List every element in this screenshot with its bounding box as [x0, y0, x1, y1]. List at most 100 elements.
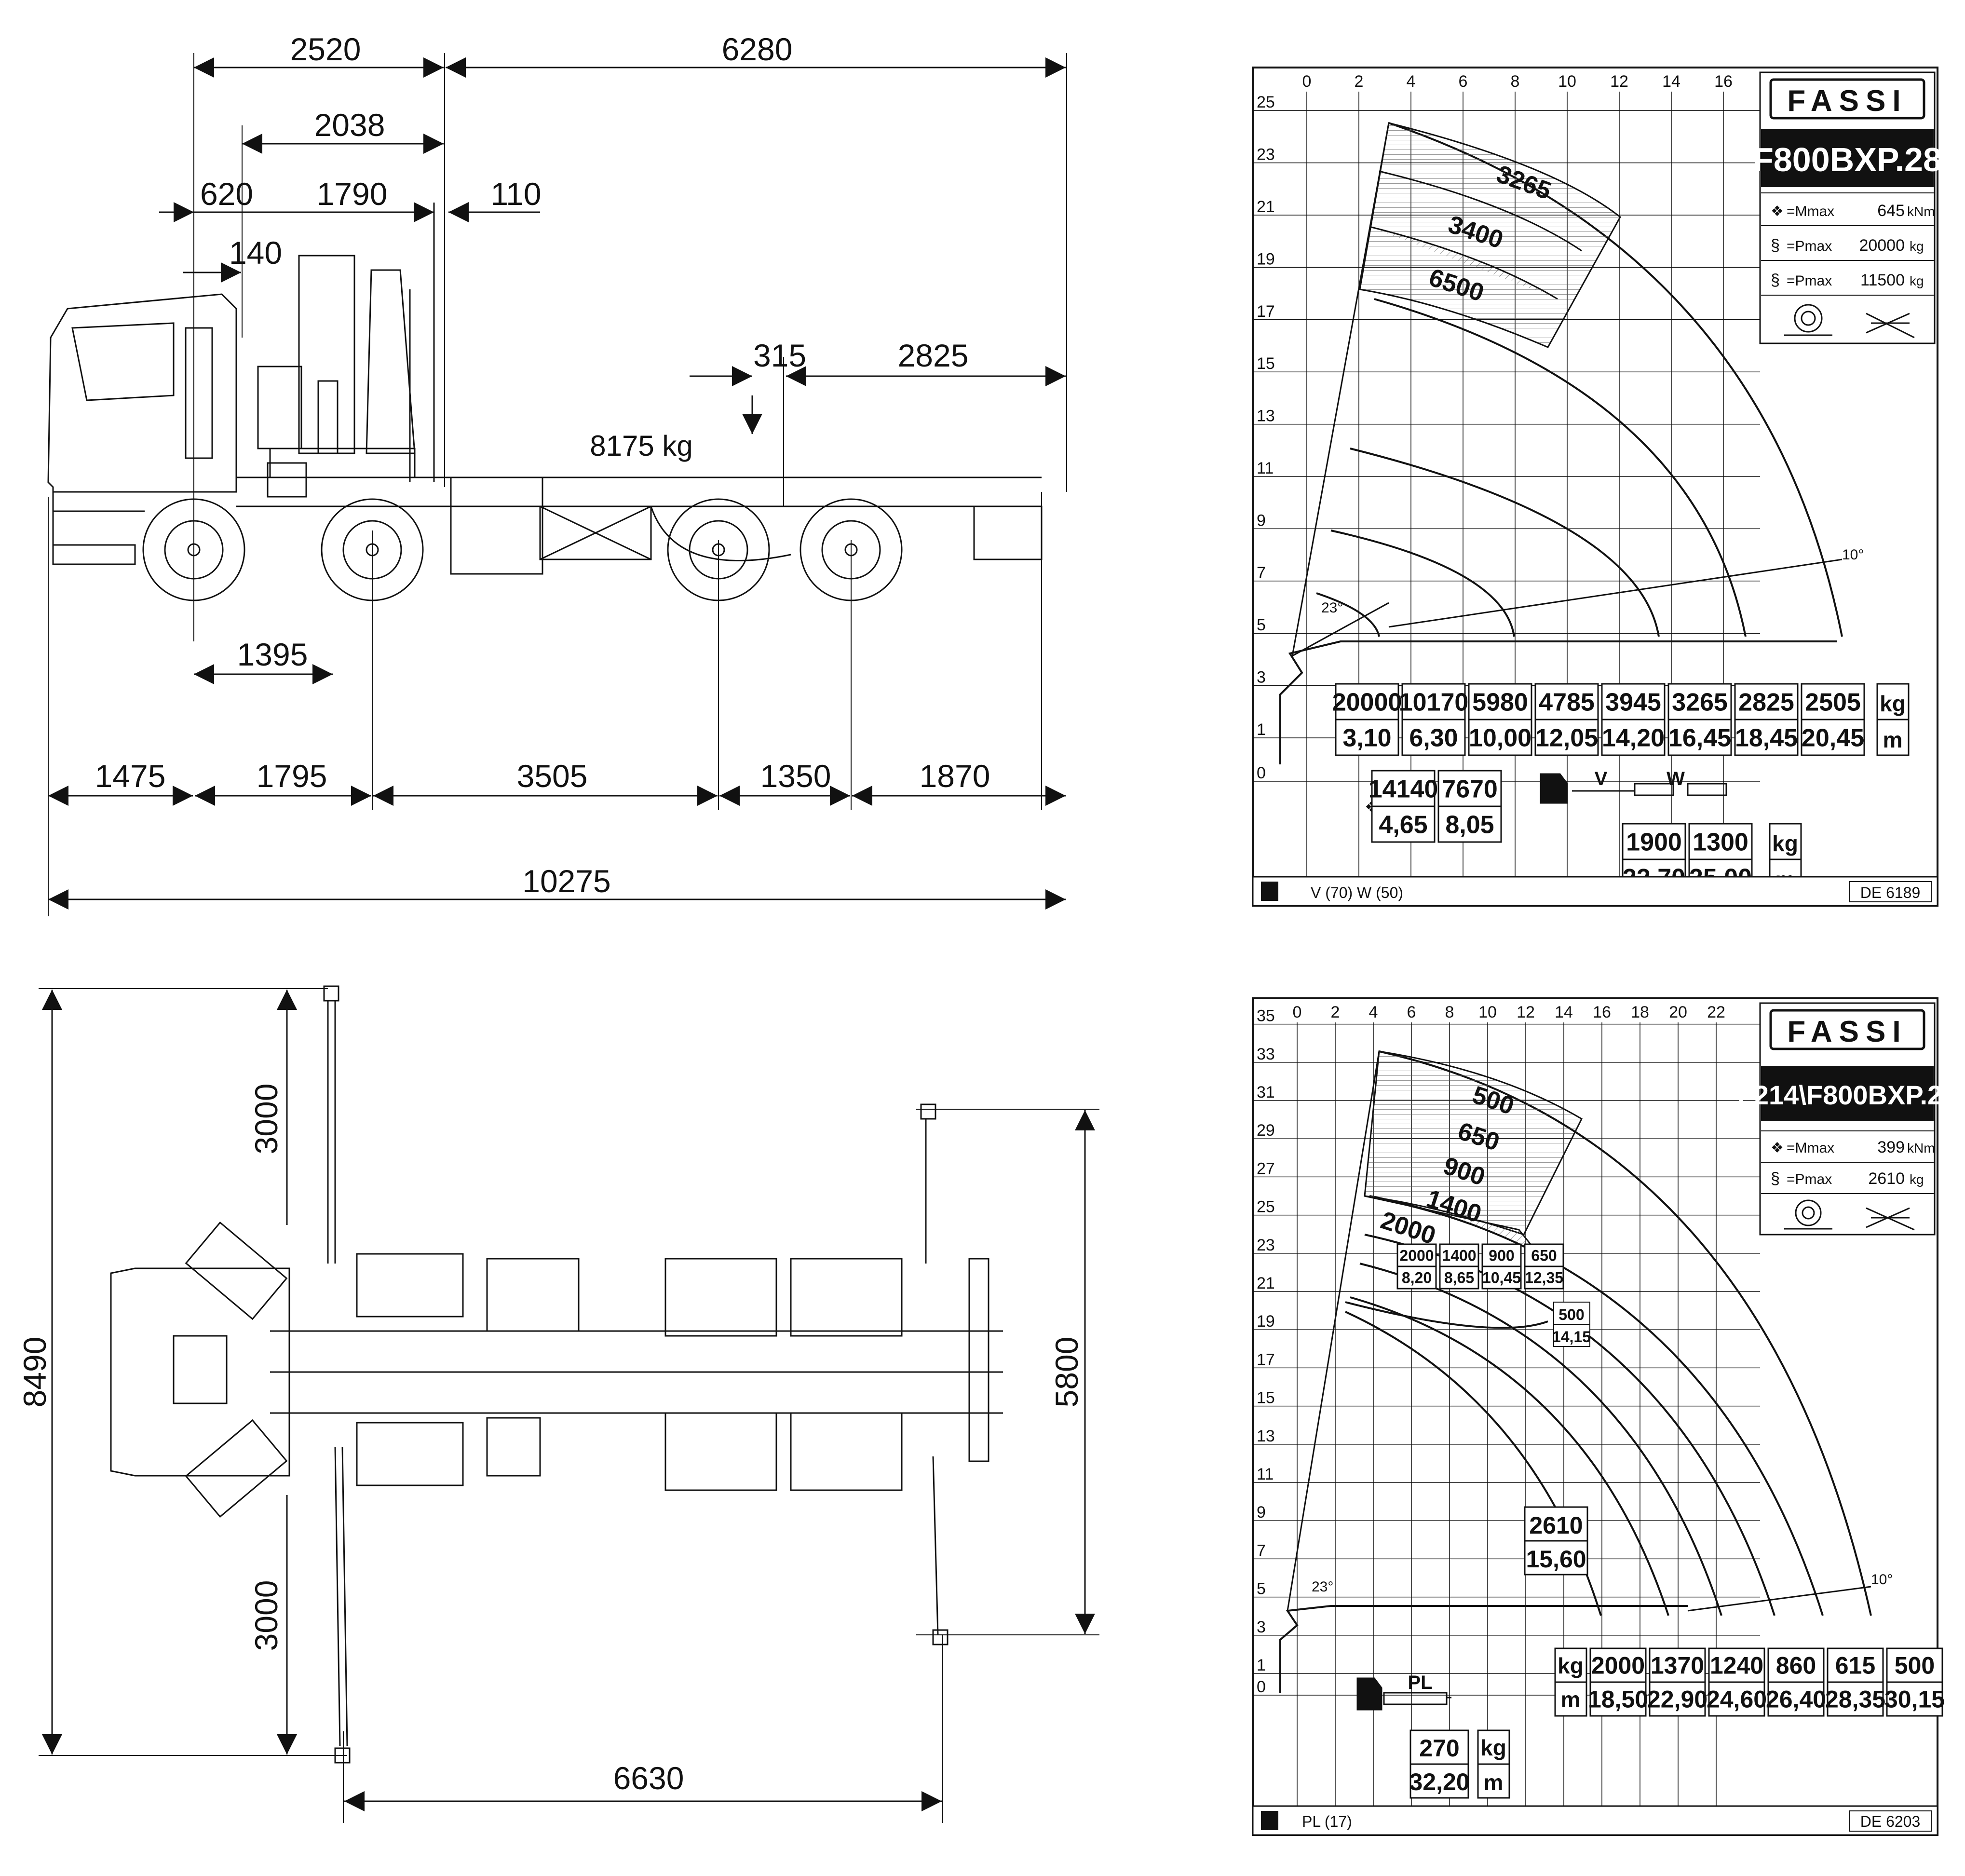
front-outrigger-bottom: 3000	[248, 1580, 284, 1651]
overall-length: 10275	[522, 863, 611, 899]
chart2-pl-unit-m: m	[1484, 1770, 1504, 1795]
y-tick: 5	[1257, 1580, 1266, 1598]
dim-1870: 1870	[920, 758, 990, 794]
dim-3505: 3505	[517, 758, 588, 794]
outrigger-spacing: 6630	[613, 1760, 684, 1796]
y-tick: 27	[1257, 1159, 1275, 1178]
y-tick: 13	[1257, 1427, 1275, 1445]
y-tick: 25	[1257, 1198, 1275, 1216]
chart1-ext-unit-kg: kg	[1772, 831, 1798, 856]
y-tick: 15	[1257, 354, 1275, 373]
x-tick: 2	[1331, 1003, 1340, 1021]
x-tick: 10	[1558, 72, 1576, 91]
chart1-spec-unit-0: kNm	[1907, 204, 1935, 219]
chart1-load-table: 200003,10101706,30598010,00478512,053945…	[1332, 683, 1865, 756]
x-tick: 12	[1517, 1003, 1535, 1021]
y-tick: 9	[1257, 511, 1266, 530]
chart1-spec-label-0: =Mmax	[1787, 204, 1834, 219]
chart1-extra-kg: 14140	[1369, 775, 1438, 803]
x-tick: 6	[1407, 1003, 1416, 1021]
y-tick: 21	[1257, 198, 1275, 216]
chart2-table-m: 22,90	[1647, 1686, 1708, 1713]
chart2-footer: PL (17)	[1302, 1813, 1352, 1830]
dim-1795: 1795	[257, 758, 327, 794]
chart1-spec-value-2: 11500	[1860, 271, 1905, 289]
chart2-model: L214\F800BXP.28	[1737, 1080, 1958, 1110]
winch-icon-2	[1784, 1199, 1832, 1230]
y-tick: 21	[1257, 1274, 1275, 1292]
ext-label-w: W	[1667, 768, 1685, 789]
chart2-spec-label-1: =Pmax	[1787, 1171, 1832, 1187]
dim-140: 140	[229, 235, 282, 271]
chart1-brand: FASSI	[1787, 84, 1907, 118]
side-view-labels: 2520 6280 2038 620 1790 110 140 315 2825…	[95, 31, 990, 899]
x-tick: 8	[1511, 72, 1520, 91]
weight-icon	[1261, 882, 1278, 901]
chart1-table-m: 10,00	[1469, 724, 1531, 752]
dim-315: 315	[753, 338, 806, 373]
y-tick: 1	[1257, 1656, 1266, 1674]
chart1-table-kg: 2825	[1738, 689, 1794, 717]
chart2-table-m: 26,40	[1766, 1686, 1826, 1713]
chart2-mid-m: 15,60	[1526, 1546, 1586, 1573]
y-tick: 25	[1257, 93, 1275, 111]
x-tick: 2	[1355, 72, 1364, 91]
chart2-mid-kg: 2610	[1529, 1512, 1583, 1539]
y-tick: 9	[1257, 1503, 1266, 1522]
chart2-small2-kg: 500	[1558, 1306, 1584, 1323]
x-tick: 16	[1593, 1003, 1611, 1021]
chart1-table-m: 18,45	[1735, 724, 1798, 752]
dim-1350: 1350	[760, 758, 831, 794]
chart1-spec-value-0: 645	[1877, 202, 1905, 220]
x-tick: 14	[1662, 72, 1680, 91]
dim-1790: 1790	[317, 176, 388, 212]
chart1-table-kg: 10170	[1399, 689, 1469, 717]
chart1-spec-label-1: =Pmax	[1787, 238, 1832, 254]
chart2-spec-unit-0: kNm	[1907, 1141, 1935, 1156]
x-tick: 18	[1631, 1003, 1649, 1021]
chart2-table-kg: 1370	[1651, 1652, 1704, 1679]
y-tick: 19	[1257, 250, 1275, 268]
chart2-small-kg: 650	[1531, 1247, 1557, 1264]
y-tick: 7	[1257, 1541, 1266, 1560]
y-tick: 23	[1257, 1236, 1275, 1254]
chart2-small-kg: 900	[1489, 1247, 1514, 1264]
top-chassis	[270, 1258, 1003, 1477]
top-view	[39, 985, 1099, 1823]
chart1-model: F800BXP.28	[1753, 141, 1942, 178]
chart2-small2-m: 14,15	[1552, 1328, 1591, 1346]
chart1-table-kg: 3265	[1672, 689, 1728, 717]
chart1-spec-label-2: =Pmax	[1787, 273, 1832, 289]
chart1-extra-m: 8,05	[1445, 811, 1494, 839]
chart1-table-kg: 5980	[1472, 689, 1528, 717]
y-tick: 7	[1257, 564, 1266, 582]
front-outrigger-top: 3000	[248, 1084, 284, 1155]
chart1-table-kg: 2505	[1805, 689, 1861, 717]
chart1-angle-base: 23°	[1321, 600, 1343, 616]
y-tick: 0	[1257, 764, 1266, 782]
top-cab	[110, 1267, 290, 1477]
x-tick: 22	[1707, 1003, 1725, 1021]
x-tick: 4	[1407, 72, 1416, 91]
chart2-spec-sym-1: §	[1771, 1169, 1780, 1188]
chart1-spec-unit-2: kg	[1910, 273, 1924, 288]
chart1-extra-m: 4,65	[1379, 811, 1427, 839]
dim-110: 110	[490, 176, 541, 212]
y-tick: 29	[1257, 1121, 1275, 1140]
chart2-brand: FASSI	[1787, 1015, 1907, 1048]
chart2-unit-m: m	[1561, 1687, 1581, 1712]
chart1-spec-unit-1: kg	[1910, 239, 1924, 254]
chart1-unit-kg: kg	[1880, 691, 1906, 716]
y-tick: 11	[1257, 459, 1274, 477]
chart2-unit-kg: kg	[1558, 1653, 1584, 1678]
chart2-angle-base: 23°	[1312, 1579, 1333, 1595]
rear-outrigger-width: 5800	[1049, 1337, 1084, 1408]
chart2-pl-label: PL	[1408, 1672, 1432, 1693]
chart1-ext-kg: 1900	[1626, 829, 1682, 856]
